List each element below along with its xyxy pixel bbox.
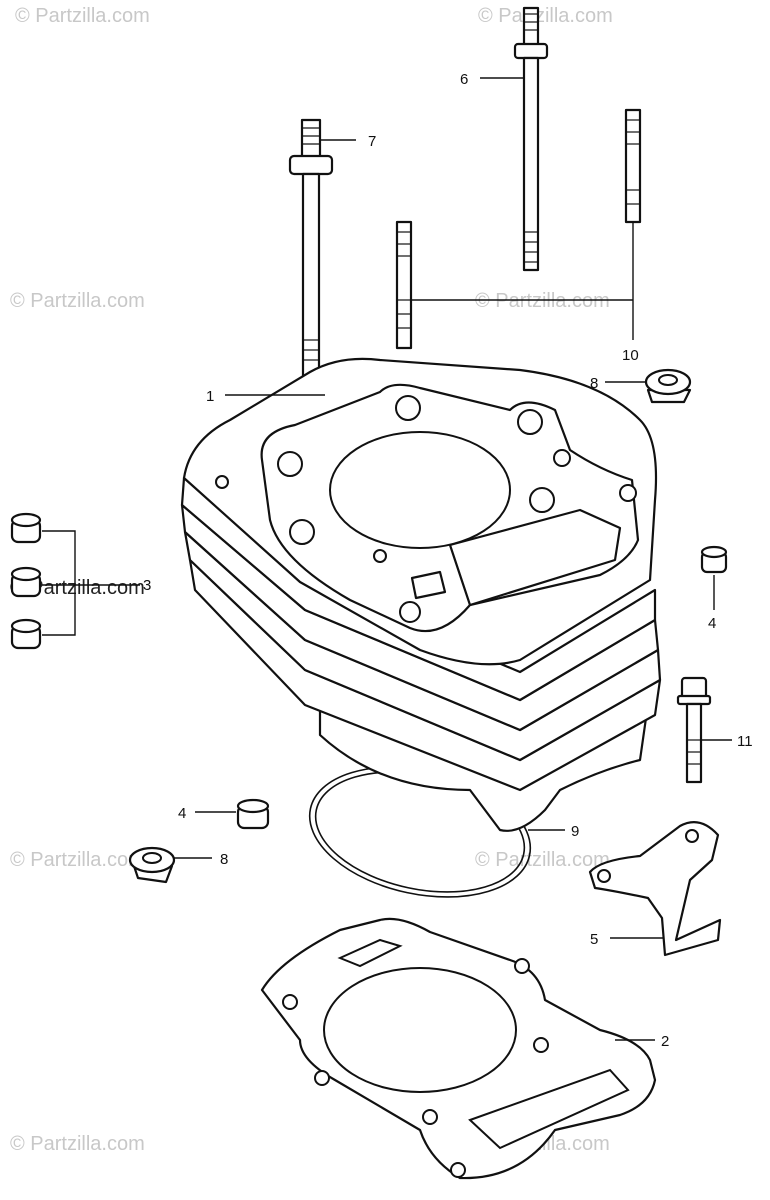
callout-10: 10 bbox=[622, 347, 639, 364]
bracket bbox=[588, 821, 722, 957]
nut bbox=[700, 545, 728, 574]
watermark: © Partzilla.com bbox=[10, 1133, 145, 1155]
collar-nut bbox=[128, 846, 176, 884]
flange-bolt bbox=[676, 676, 712, 784]
watermark: © Partzilla.com bbox=[475, 849, 610, 871]
cap-nut bbox=[10, 566, 42, 598]
callout-6: 6 bbox=[460, 71, 468, 88]
gasket-bore bbox=[323, 967, 517, 1093]
callout-5: 5 bbox=[590, 931, 598, 948]
watermark-overlap: © Partzilla.com bbox=[10, 577, 145, 599]
watermark: © Partzilla.com bbox=[475, 290, 610, 312]
watermark: © Partzilla.com bbox=[478, 5, 613, 27]
watermark: © Partzilla.com bbox=[10, 290, 145, 312]
callout-4-right: 4 bbox=[708, 615, 716, 632]
cap-nut bbox=[10, 512, 42, 544]
watermark: © Partzilla.com bbox=[15, 5, 150, 27]
callout-11: 11 bbox=[737, 733, 753, 750]
leader-10 bbox=[411, 222, 634, 340]
collar-nut bbox=[644, 368, 692, 404]
cylinder-bore bbox=[329, 431, 511, 549]
cap-nut bbox=[10, 618, 42, 650]
callout-4-left: 4 bbox=[178, 805, 186, 822]
cylinder-block bbox=[180, 357, 662, 832]
callout-8-left: 8 bbox=[220, 851, 228, 868]
long-stud-bolt bbox=[513, 6, 549, 272]
watermark: © Partzilla.com bbox=[10, 849, 145, 871]
cylinder-gasket bbox=[260, 917, 657, 1180]
callout-2: 2 bbox=[661, 1033, 669, 1050]
nut bbox=[236, 798, 270, 830]
callout-3: 3 bbox=[143, 577, 151, 594]
callout-7: 7 bbox=[368, 133, 376, 150]
stud-bolt bbox=[288, 118, 334, 380]
callout-8-top: 8 bbox=[590, 375, 598, 392]
short-stud bbox=[395, 220, 413, 350]
short-stud bbox=[624, 108, 642, 224]
callout-9: 9 bbox=[571, 823, 579, 840]
callout-1: 1 bbox=[206, 388, 214, 405]
